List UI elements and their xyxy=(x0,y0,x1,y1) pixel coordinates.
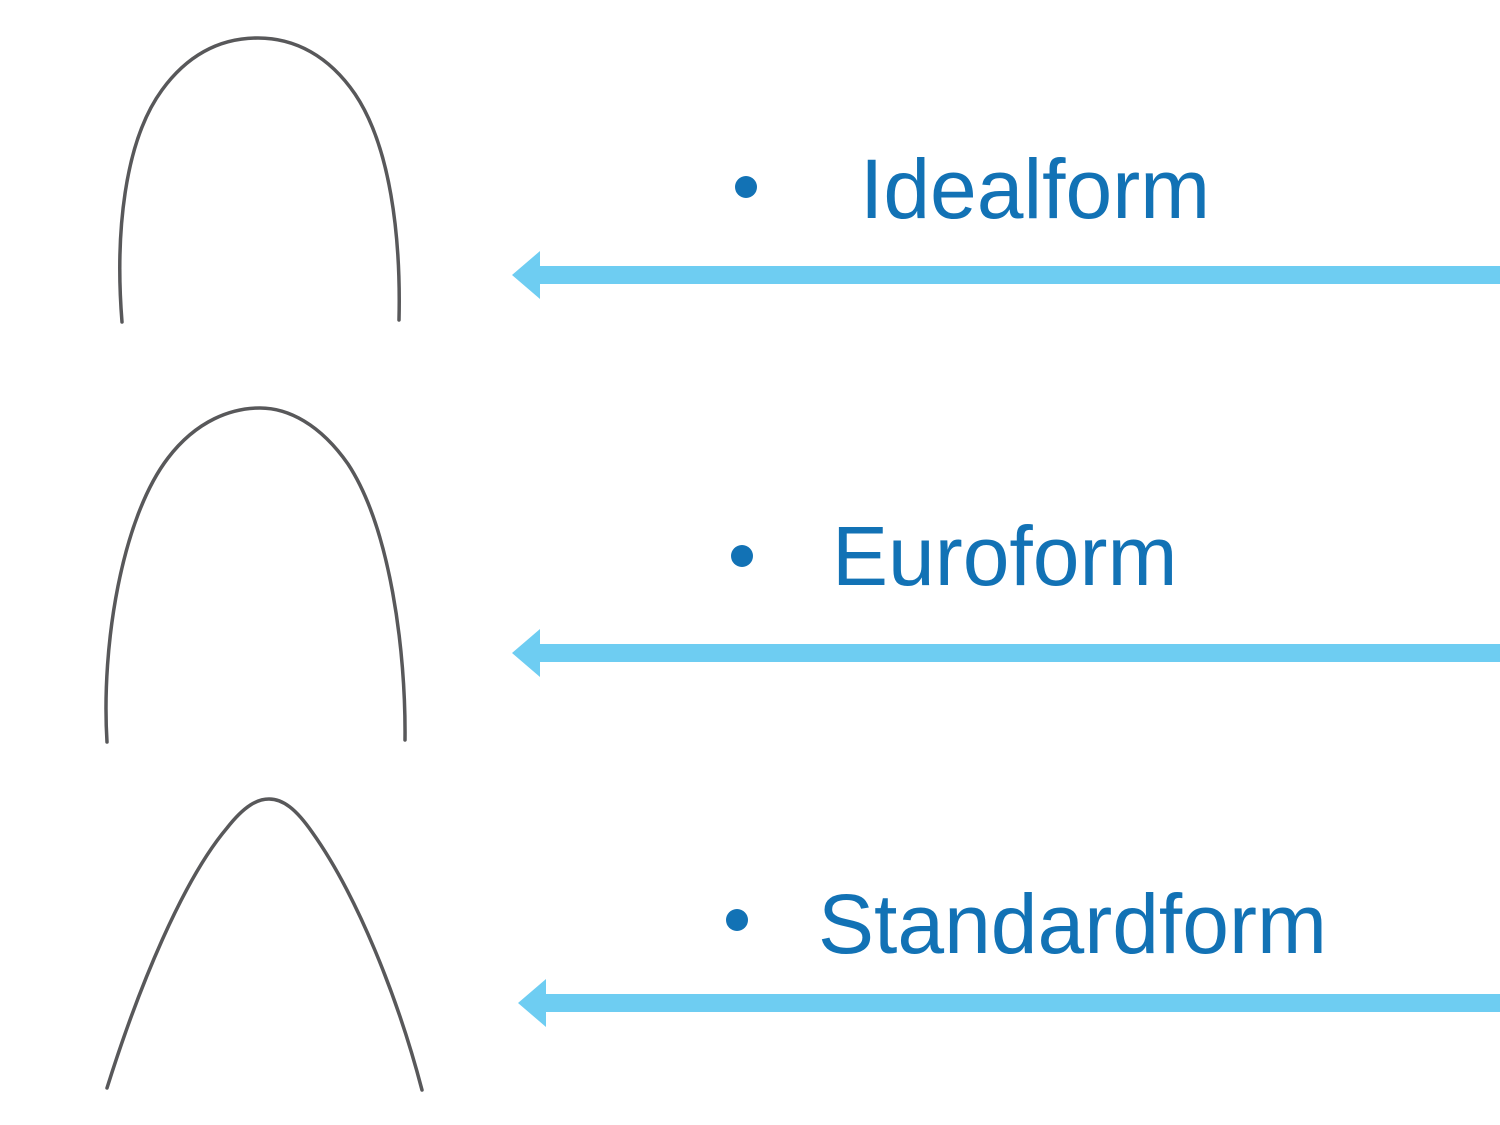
archwire-idealform-image xyxy=(118,36,401,324)
left-arrow-shape xyxy=(518,979,1500,1027)
label-euroform: Euroform xyxy=(832,509,1178,603)
archwire-standardform-image xyxy=(105,797,424,1092)
label-standardform: Standardform xyxy=(818,877,1327,971)
archwire-euroform-wire xyxy=(104,406,407,744)
bullet-icon xyxy=(731,545,753,567)
bullet-icon xyxy=(735,176,757,198)
archwire-euroform-image xyxy=(104,406,407,744)
left-arrow-shape xyxy=(512,629,1500,677)
left-arrow-icon xyxy=(512,251,1500,299)
left-arrow-shape xyxy=(512,251,1500,299)
left-arrow-icon xyxy=(518,979,1500,1027)
label-idealform: Idealform xyxy=(860,142,1211,236)
archwire-standardform-wire xyxy=(105,797,424,1092)
archwire-idealform-wire xyxy=(118,36,401,324)
bullet-icon xyxy=(726,909,748,931)
left-arrow-icon xyxy=(512,629,1500,677)
